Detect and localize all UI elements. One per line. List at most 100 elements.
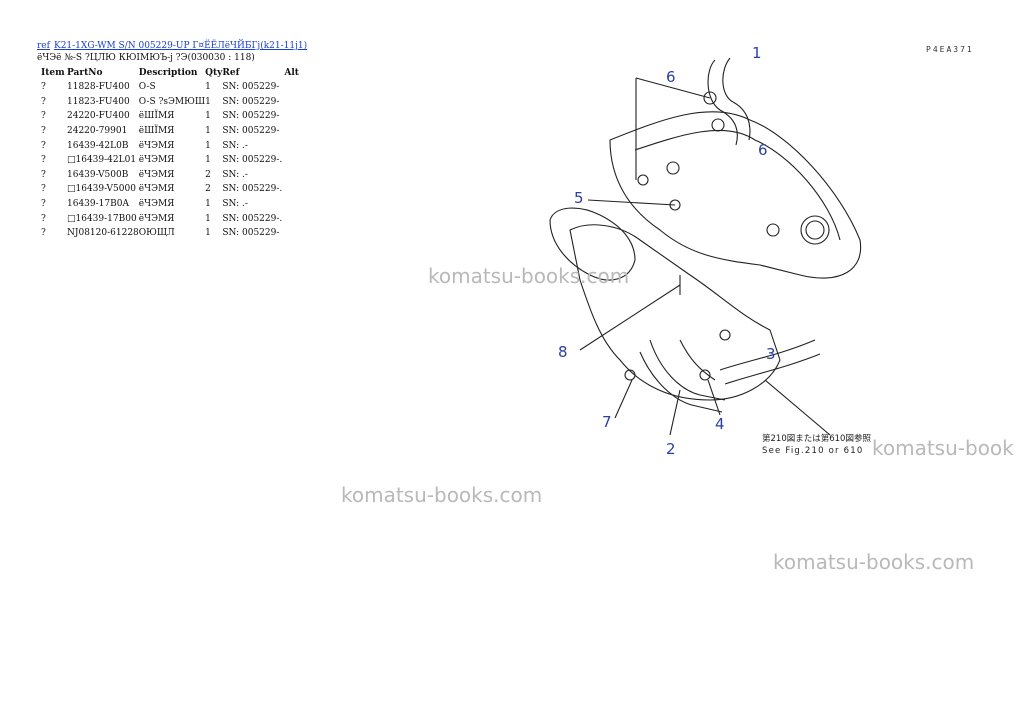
cell-partno: 24220-FU400 xyxy=(67,111,130,122)
cell-item: ? xyxy=(41,184,46,195)
callout-2: 2 xyxy=(666,440,676,458)
cell-description: ёЧЭМЯ xyxy=(138,213,175,224)
cell-description: O-S xyxy=(138,82,156,93)
callout-1: 1 xyxy=(752,44,762,62)
cell-ref: SN: 005229- xyxy=(222,111,280,122)
cell-ref: SN: 005229- xyxy=(222,228,280,239)
cell-partno: □16439-V5000 xyxy=(67,184,136,195)
hose-clamp xyxy=(624,369,636,381)
cell-partno: 11828-FU400 xyxy=(67,82,130,93)
leader-line xyxy=(707,379,721,416)
leader-line xyxy=(587,199,676,206)
cell-description: ёЧЭМЯ xyxy=(138,199,175,210)
page-subtitle: ёЧЭё №-S ?ЦЛЮ КЮIМЮЪ-ј ?Э(030030 : 118) xyxy=(37,53,255,63)
cell-qty: 1 xyxy=(205,228,211,239)
cell-item: ? xyxy=(41,199,46,210)
watermark: komatsu-books.com xyxy=(773,550,975,574)
cell-item: ? xyxy=(41,155,46,166)
cell-qty: 1 xyxy=(205,111,211,122)
upper-hose xyxy=(707,59,738,146)
cell-item: ? xyxy=(41,111,46,122)
cell-alt xyxy=(284,168,304,183)
cell-item: ? xyxy=(41,126,46,137)
valve-cover-outline xyxy=(609,111,862,279)
cell-description: ёШЇМЯ xyxy=(138,126,175,137)
cell-ref: SN: 005229-. xyxy=(222,184,283,195)
col-qty: Qty xyxy=(205,68,223,78)
valve-cover-inner xyxy=(634,129,841,241)
cell-qty: 1 xyxy=(205,96,211,107)
cell-ref: SN: .- xyxy=(222,169,248,180)
bolt-head xyxy=(766,223,780,237)
cell-partno: 16439-17B0A xyxy=(67,199,129,210)
table-header-row: Item PartNo Description Qty Ref Alt xyxy=(37,66,304,80)
bypass-hose-inner xyxy=(724,353,821,385)
callout-5: 5 xyxy=(574,189,584,207)
cell-description: ёЧЭМЯ xyxy=(138,184,175,195)
hose-clamp xyxy=(699,369,711,381)
cell-partno: □16439-42L01 xyxy=(67,155,137,166)
cell-ref: SN: .- xyxy=(222,140,248,151)
cell-ref: SN: 005229- xyxy=(222,96,280,107)
ref-link[interactable]: ref xyxy=(37,41,50,51)
table-row: ? 16439-V500B ёЧЭМЯ 2 SN: .- xyxy=(37,168,304,183)
leader-line xyxy=(614,379,633,419)
thermostat-housing xyxy=(549,207,636,281)
cell-alt xyxy=(284,109,304,124)
cell-qty: 1 xyxy=(205,155,211,166)
leader-line xyxy=(635,77,711,180)
cell-ref: SN: 005229- xyxy=(222,126,280,137)
cell-alt xyxy=(284,153,304,168)
callout-6-bottom: 6 xyxy=(758,141,768,159)
cell-item: ? xyxy=(41,96,46,107)
cell-alt xyxy=(284,211,304,226)
model-link[interactable]: K21-1XG-WM S/N 005229-UP Г¤ЁЁЛёЧЙБГј(k21… xyxy=(53,41,308,51)
cell-description: ёЧЭМЯ xyxy=(138,169,175,180)
cell-description: O-S ?sЭМЮШ xyxy=(138,96,206,107)
leader-line xyxy=(669,389,681,436)
page-reference-code: P4EA371 xyxy=(926,45,974,54)
cell-partno: 16439-V500B xyxy=(67,169,129,180)
col-ref: Ref xyxy=(222,68,240,78)
cell-qty: 2 xyxy=(205,169,211,180)
leader-line xyxy=(764,379,831,436)
hose-clamp xyxy=(719,329,731,341)
cell-alt xyxy=(284,124,304,139)
cell-alt xyxy=(284,182,304,197)
cell-qty: 1 xyxy=(205,82,211,93)
lower-hose-inner xyxy=(639,351,723,413)
hose-clamp xyxy=(637,174,649,186)
cell-alt xyxy=(284,197,304,212)
figure-note-en: See Fig.210 or 610 xyxy=(762,446,863,456)
hose-clamp xyxy=(703,91,717,105)
cell-item: ? xyxy=(41,228,46,239)
oil-filler-cap-inner xyxy=(805,220,825,240)
feed-hose xyxy=(679,339,716,381)
cell-item: ? xyxy=(41,82,46,93)
col-alt: Alt xyxy=(284,68,299,78)
cell-qty: 1 xyxy=(205,140,211,151)
oil-filler-cap xyxy=(800,215,830,245)
cell-ref: SN: 005229- xyxy=(222,82,280,93)
cell-ref: SN: 005229-. xyxy=(222,213,283,224)
cell-qty: 2 xyxy=(205,184,211,195)
hose-clamp xyxy=(711,118,725,132)
engine-block-outline xyxy=(569,224,781,401)
watermark: komatsu-books.com xyxy=(341,483,543,507)
table-row: ? 11828-FU400 O-S 1 SN: 005229- xyxy=(37,80,304,95)
cell-item: ? xyxy=(41,169,46,180)
col-description: Description xyxy=(138,68,198,78)
cell-item: ? xyxy=(41,213,46,224)
watermark: komatsu-book xyxy=(872,436,1014,460)
cell-partno: 11823-FU400 xyxy=(67,96,130,107)
callout-7: 7 xyxy=(602,413,612,431)
callout-4: 4 xyxy=(715,415,725,433)
cell-partno: 24220-79901 xyxy=(67,126,128,137)
